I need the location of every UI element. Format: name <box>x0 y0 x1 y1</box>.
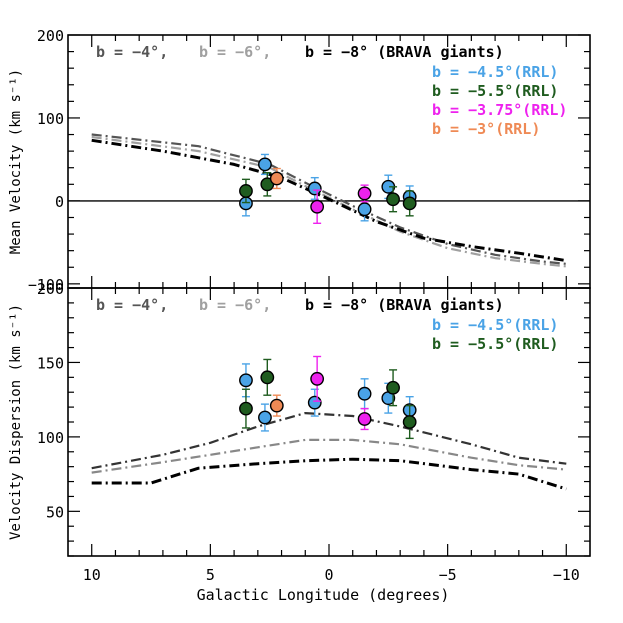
y-tick-label: 50 <box>46 503 64 521</box>
y-axis-label: Velocity Dispersion (km s⁻¹) <box>8 304 24 540</box>
data-point <box>239 373 253 388</box>
data-point <box>239 184 253 198</box>
model-header-label: b = −4°, <box>96 43 168 61</box>
y-tick-label: 100 <box>37 429 64 447</box>
y-tick-label: 0 <box>55 193 64 211</box>
legend-label: b = −3°(RRL) <box>432 120 540 138</box>
data-point <box>386 380 400 395</box>
x-axis-label: Galactic Longitude (degrees) <box>197 586 450 604</box>
y-tick-label: 200 <box>37 27 64 45</box>
y-tick-label: 200 <box>37 280 64 298</box>
x-tick-label: 0 <box>324 566 333 584</box>
data-point <box>357 186 372 201</box>
model-line-1 <box>91 133 567 265</box>
y-tick-label: 100 <box>37 110 64 128</box>
model-line-2 <box>91 438 567 474</box>
data-point <box>258 410 272 425</box>
model-line-2 <box>91 135 567 268</box>
data-point <box>260 370 275 385</box>
legend-label: b = −4.5°(RRL) <box>432 63 558 81</box>
x-tick-label: 5 <box>206 566 215 584</box>
data-point <box>307 395 322 410</box>
data-point <box>269 398 284 413</box>
data-point <box>269 171 284 186</box>
model-line-1 <box>91 412 567 470</box>
data-point <box>357 412 372 426</box>
model-header-label: b = −8° (BRAVA giants) <box>305 43 504 61</box>
model-header-label: b = −8° (BRAVA giants) <box>305 296 504 314</box>
legend-label: b = −3.75°(RRL) <box>432 101 567 119</box>
model-header-label: b = −4°, <box>96 296 168 314</box>
data-point <box>307 181 322 196</box>
data-point <box>239 401 253 416</box>
data-point <box>357 202 372 217</box>
legend-label: b = −5.5°(RRL) <box>432 82 558 100</box>
data-point <box>310 199 325 214</box>
data-point <box>310 371 325 386</box>
data-point <box>386 192 400 207</box>
y-tick-label: 150 <box>37 354 64 372</box>
model-header-label: b = −6°, <box>199 43 271 61</box>
data-point <box>258 157 272 172</box>
model-header-label: b = −6°, <box>199 296 271 314</box>
y-axis-label: Mean Velocity (km s⁻¹) <box>8 69 24 254</box>
data-point <box>402 196 417 211</box>
x-tick-label: −5 <box>439 566 457 584</box>
data-point <box>357 386 372 401</box>
y-tick-label: −100 <box>28 276 64 294</box>
x-tick-label: −10 <box>553 566 580 584</box>
x-tick-label: 10 <box>83 566 101 584</box>
data-point <box>402 415 417 429</box>
model-line-3 <box>91 138 567 263</box>
legend-label: b = −4.5°(RRL) <box>432 316 558 334</box>
legend-label: b = −5.5°(RRL) <box>432 335 558 353</box>
model-line-3 <box>91 457 567 491</box>
